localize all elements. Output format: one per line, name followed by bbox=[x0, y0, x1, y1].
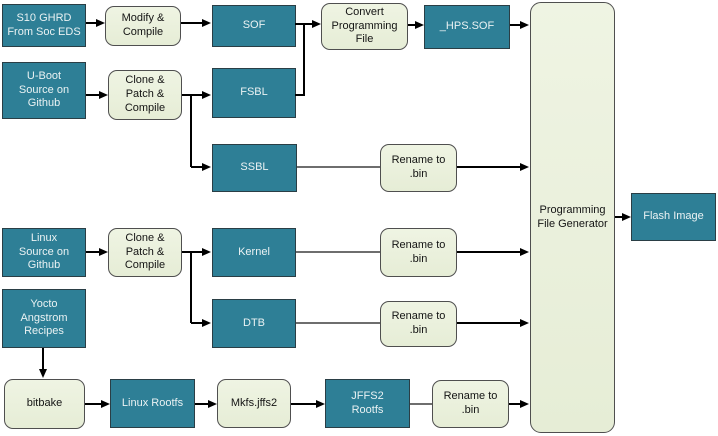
node-fsbl: FSBL bbox=[212, 68, 296, 118]
connector-yocto-to-bitbake-arrowhead bbox=[38, 369, 47, 378]
connector-dtb-to-rename-line bbox=[296, 322, 380, 324]
connector-rootfs-to-mkfs-arrowhead bbox=[208, 399, 217, 408]
connector-modify-to-sof-line bbox=[181, 22, 203, 24]
connector-clone-to-fsbl-arrowhead bbox=[202, 90, 211, 99]
connector-linuxsrc-to-clone-arrowhead bbox=[99, 247, 108, 256]
node-rename-bin-jffs2: Rename to .bin bbox=[432, 380, 509, 428]
connector-rename-kernel-to-generator-arrowhead bbox=[520, 247, 529, 256]
connector-s10-to-modify-line bbox=[86, 22, 98, 24]
connector-rename-ssbl-to-generator-line bbox=[457, 166, 521, 168]
connector-clone-to-kernel-arrowhead bbox=[202, 247, 211, 256]
connector-uboot-to-clone-line bbox=[86, 94, 100, 96]
connector-rootfs-to-mkfs-line bbox=[195, 403, 209, 405]
connector-clone-to-ssbl-line bbox=[191, 166, 203, 168]
connector-generator-to-flash-arrowhead bbox=[622, 212, 631, 221]
connector-mkfs-to-jffs2-arrowhead bbox=[316, 399, 325, 408]
connector-kernel-to-rename-line bbox=[296, 251, 380, 253]
node-uboot-source: U-Boot Source on Github bbox=[2, 62, 86, 119]
node-flash-image: Flash Image bbox=[631, 193, 716, 241]
node-dtb: DTB bbox=[212, 299, 296, 348]
connector-convert-to-hps-arrowhead bbox=[415, 20, 424, 29]
node-clone-patch-compile-linux: Clone & Patch & Compile bbox=[108, 228, 182, 277]
connector-s10-to-modify-arrowhead bbox=[96, 18, 105, 27]
connector-junction-to-convert-line bbox=[304, 23, 313, 25]
connector-clone-to-dtb-line bbox=[191, 322, 203, 324]
connector-junction-to-convert-arrowhead bbox=[312, 19, 321, 28]
node-clone-patch-compile-uboot: Clone & Patch & Compile bbox=[108, 70, 182, 120]
node-s10-ghrd: S10 GHRD From Soc EDS bbox=[2, 4, 86, 47]
node-linux-rootfs: Linux Rootfs bbox=[110, 379, 195, 428]
connector-clone-to-dtb-arrowhead bbox=[202, 318, 211, 327]
connector-clone-to-dtb-vertical-line bbox=[190, 251, 192, 324]
connector-clone-to-kernel-line bbox=[182, 251, 203, 253]
node-mkfs-jffs2: Mkfs.jffs2 bbox=[217, 379, 291, 428]
connector-rename-jffs2-to-generator-line bbox=[509, 403, 521, 405]
node-bitbake: bitbake bbox=[4, 379, 85, 429]
connector-modify-to-sof-arrowhead bbox=[202, 18, 211, 27]
connector-linuxsrc-to-clone-line bbox=[86, 251, 100, 253]
connector-generator-to-flash-line bbox=[615, 216, 623, 218]
connector-sof-to-junction-line bbox=[295, 23, 305, 25]
connector-mkfs-to-jffs2-line bbox=[291, 403, 317, 405]
node-sof: SOF bbox=[212, 5, 296, 47]
connector-clone-to-fsbl-line bbox=[182, 94, 203, 96]
node-ssbl: SSBL bbox=[212, 144, 297, 192]
connector-fsbl-to-junction-line bbox=[295, 94, 305, 96]
connector-hps-to-generator-line bbox=[510, 24, 521, 26]
connector-rename-jffs2-to-generator-arrowhead bbox=[520, 399, 529, 408]
node-rename-bin-dtb: Rename to .bin bbox=[380, 301, 457, 347]
connector-rename-kernel-to-generator-line bbox=[457, 251, 521, 253]
node-rename-bin-kernel: Rename to .bin bbox=[380, 228, 457, 277]
connector-bitbake-to-rootfs-arrowhead bbox=[101, 399, 110, 408]
connector-jffs2-to-rename-line bbox=[410, 403, 432, 405]
connector-ssbl-to-rename-line bbox=[297, 166, 380, 168]
connector-bitbake-to-rootfs-line bbox=[85, 403, 102, 405]
connector-yocto-to-bitbake-line bbox=[42, 348, 44, 370]
connector-rename-ssbl-to-generator-arrowhead bbox=[520, 162, 529, 171]
node-linux-source: Linux Source on Github bbox=[2, 228, 86, 277]
node-jffs2-rootfs: JFFS2 Rootfs bbox=[325, 379, 410, 428]
connector-uboot-to-clone-arrowhead bbox=[99, 90, 108, 99]
node-kernel: Kernel bbox=[212, 228, 296, 277]
connector-hps-to-generator-arrowhead bbox=[520, 20, 529, 29]
connector-rename-dtb-to-generator-line bbox=[457, 322, 521, 324]
connector-fsbl-junction-vertical-line bbox=[303, 23, 305, 96]
node-programming-file-generator: Programming File Generator bbox=[530, 2, 615, 433]
node-hps-sof: _HPS.SOF bbox=[424, 5, 510, 49]
node-modify-compile: Modify & Compile bbox=[105, 6, 181, 46]
node-yocto-recipes: Yocto Angstrom Recipes bbox=[2, 289, 86, 348]
connector-convert-to-hps-line bbox=[408, 24, 416, 26]
connector-clone-to-ssbl-arrowhead bbox=[202, 162, 211, 171]
connector-clone-to-ssbl-vertical-line bbox=[190, 94, 192, 168]
connector-rename-dtb-to-generator-arrowhead bbox=[520, 318, 529, 327]
node-rename-bin-ssbl: Rename to .bin bbox=[380, 144, 457, 192]
node-convert-programming-file: Convert Programming File bbox=[321, 3, 408, 50]
